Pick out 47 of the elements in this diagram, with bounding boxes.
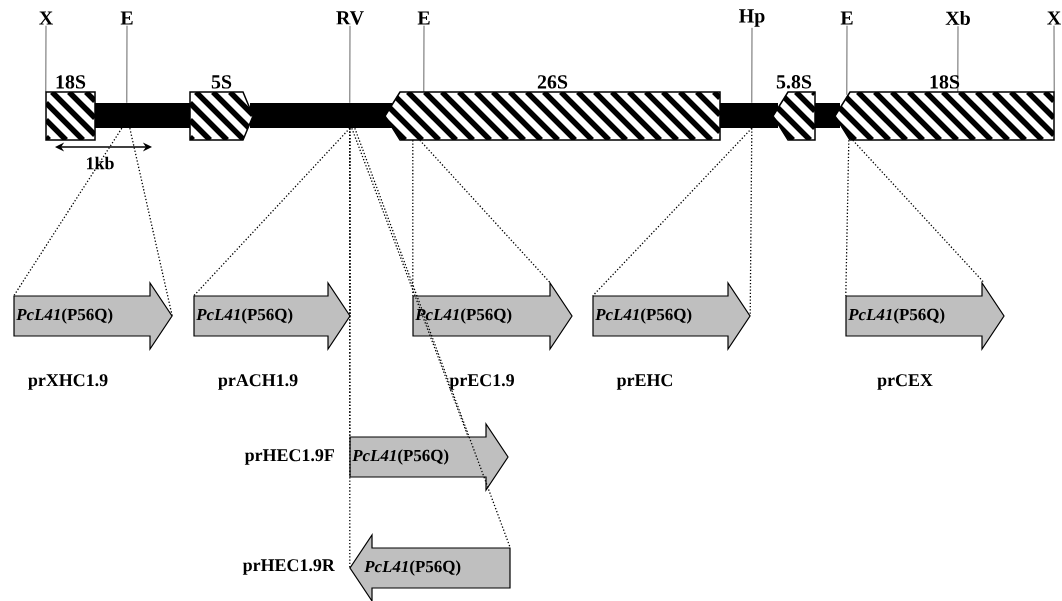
gene-box: 18S	[45, 75, 96, 141]
leader-line	[845, 139, 850, 297]
spacer-bar	[95, 103, 190, 128]
leader-line	[852, 139, 985, 284]
site-label: E	[417, 11, 430, 25]
spacer-bar	[250, 103, 392, 128]
site-line	[45, 25, 47, 93]
scale-label: 1kb	[87, 156, 114, 170]
leader-line	[419, 139, 551, 284]
leader-line	[749, 127, 753, 317]
construct-label: prEC1.9	[449, 374, 514, 390]
site-label: RV	[336, 11, 364, 25]
site-label: Hp	[739, 9, 765, 27]
site-line	[423, 25, 425, 93]
node-label: 18S	[56, 75, 86, 89]
construct-label: prXHC1.9	[28, 374, 108, 390]
leader-line	[13, 127, 123, 297]
leader-line	[351, 127, 469, 438]
construct-label: prEHC	[616, 374, 673, 390]
node-label: 5.8S	[776, 75, 812, 89]
leader-line	[412, 139, 414, 297]
gene-box: 5S	[189, 75, 254, 141]
site-label: X	[39, 11, 53, 25]
leader-line	[129, 127, 173, 317]
site-label: Xb	[945, 11, 970, 25]
site-line	[957, 25, 959, 93]
leader-line	[349, 127, 351, 569]
construct-label: prACH1.9	[218, 374, 298, 390]
construct-label: prHEC1.9R	[242, 559, 335, 575]
site-line	[751, 27, 753, 104]
node-label: 5S	[211, 75, 232, 89]
spacer-bar	[720, 103, 778, 128]
site-label: E	[120, 11, 133, 25]
node-label: 26S	[537, 75, 568, 89]
site-line	[126, 25, 128, 104]
gene-box: 26S	[384, 75, 721, 141]
gene-box: 5.8S	[772, 75, 816, 141]
site-label: E	[840, 11, 853, 25]
construct-label: prHEC1.9F	[244, 449, 334, 465]
site-label: X	[1047, 11, 1061, 25]
site-line	[349, 25, 351, 104]
leader-line	[354, 127, 511, 549]
construct-label: prCEX	[877, 374, 933, 390]
site-line	[1053, 25, 1055, 93]
site-line	[846, 25, 848, 96]
gene-box: 18S	[834, 75, 1055, 141]
node-label: 18S	[930, 75, 960, 89]
